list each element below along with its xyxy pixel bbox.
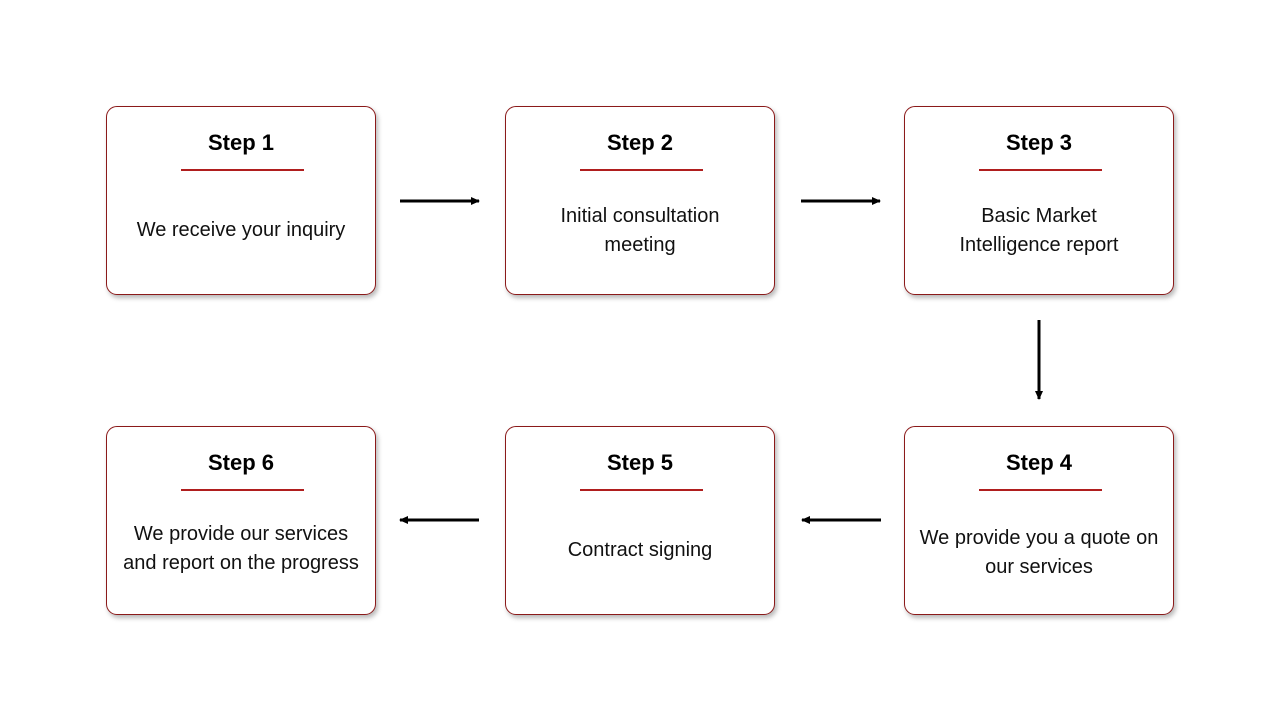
step-2-box: Step 2 Initial consultation meeting (505, 106, 775, 295)
step-1-box: Step 1 We receive your inquiry (106, 106, 376, 295)
step-1-title: Step 1 (207, 130, 275, 155)
step-6-box: Step 6 We provide our services and repor… (106, 426, 376, 615)
step-4-title: Step 4 (1005, 450, 1073, 475)
step-3-title: Step 3 (1005, 130, 1073, 155)
step-4-description: We provide you a quote on our services (919, 526, 1159, 578)
step-5-title: Step 5 (606, 450, 674, 475)
step-3-description-area: Basic Market Intelligence report (943, 173, 1135, 288)
step-1-title-underline (181, 169, 304, 171)
step-6-description-area: We provide our services and report on th… (117, 489, 365, 608)
step-3-box: Step 3 Basic Market Intelligence report (904, 106, 1174, 295)
step-2-title-underline (580, 169, 703, 171)
step-1-description-area: We receive your inquiry (117, 173, 365, 288)
step-2-title: Step 2 (606, 130, 674, 155)
step-3-title-underline (979, 169, 1102, 171)
step-2-description-area: Initial consultation meeting (546, 173, 734, 288)
step-6-title-underline (181, 489, 304, 491)
step-5-description: Contract signing (567, 539, 713, 561)
step-6-title: Step 6 (207, 450, 275, 475)
step-4-description-area: We provide you a quote on our services (915, 497, 1163, 608)
step-5-box: Step 5 Contract signing (505, 426, 775, 615)
step-6-description: We provide our services and report on th… (123, 522, 359, 574)
step-4-box: Step 4 We provide you a quote on our ser… (904, 426, 1174, 615)
step-3-description: Basic Market Intelligence report (959, 204, 1119, 256)
step-5-description-area: Contract signing (516, 493, 764, 608)
step-4-title-underline (979, 489, 1102, 491)
step-2-description: Initial consultation meeting (560, 204, 720, 256)
step-5-title-underline (580, 489, 703, 491)
step-1-description: We receive your inquiry (136, 219, 346, 241)
